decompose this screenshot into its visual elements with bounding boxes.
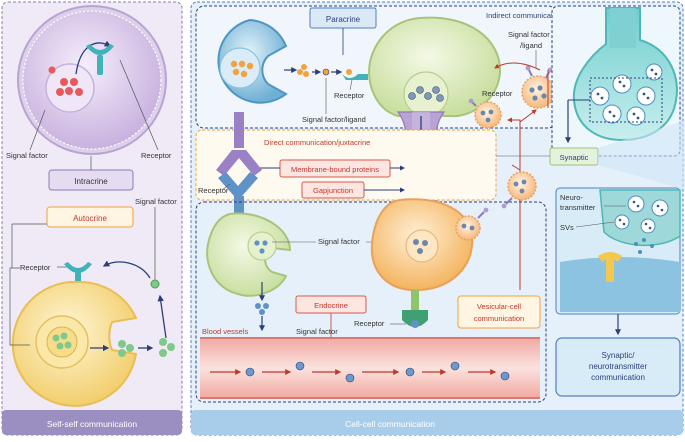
green-receiver-cell	[368, 16, 502, 118]
right-footer-title: Cell-cell communication	[345, 419, 435, 429]
juxtacrine-receiver-cell	[370, 198, 489, 292]
label-neurotransmitter-2: transmitter	[560, 203, 596, 212]
self-self-panel: Self-self communication Signal factor Re…	[1, 1, 183, 436]
bottom-receptor-icon	[402, 290, 428, 328]
label-receptor-mid: Receptor	[20, 263, 51, 272]
label-signal-factor-ligand-right-2: /ligand	[520, 41, 542, 50]
label-direct-communication: Direct communication/juxtacrine	[264, 138, 370, 147]
label-receptor-top: Receptor	[141, 151, 172, 160]
synapse-zoom-terminal	[560, 189, 681, 312]
right-footer-bar	[191, 410, 683, 435]
membrane-receptor-icon	[216, 112, 262, 226]
autocrine-box	[46, 206, 134, 228]
signal-factor-cluster	[56, 78, 83, 96]
label-membrane-bound: Membrane-bound proteins	[291, 165, 379, 174]
label-svs: SVs	[560, 223, 574, 232]
secreted-factor-cluster-2	[159, 338, 175, 357]
cell-cell-panel: Cell-cell communication Paracrine Recept…	[190, 1, 685, 436]
endocrine-sender-cell	[206, 212, 292, 297]
signal-factor-dot	[150, 279, 160, 289]
secreted-blue-factors	[255, 282, 269, 332]
receptor-icon	[86, 44, 114, 75]
vesicle-near-green	[468, 98, 502, 129]
vesicular-box	[457, 295, 541, 329]
label-signal-factor-center: Signal factor	[318, 237, 360, 246]
label-signal-factor-right: Signal factor	[135, 197, 177, 206]
left-footer-title: Self-self communication	[47, 419, 138, 429]
label-vesicular-2: communication	[474, 314, 524, 323]
label-signal-factor-blood: Signal factor	[296, 327, 338, 336]
label-receptor-paracrine: Receptor	[334, 91, 365, 100]
label-vesicular-1: Vesicular-cell	[477, 302, 522, 311]
label-synaptic-comm-3: communication	[591, 373, 645, 382]
intracrine-cell	[17, 5, 167, 155]
synaptic-communication-box	[555, 337, 681, 397]
label-receptor-left: Receptor	[198, 186, 229, 195]
secreted-factor-cluster-1	[118, 340, 134, 357]
label-synaptic-comm-1: Synaptic/	[602, 351, 636, 360]
label-intracrine: Intracrine	[74, 177, 108, 186]
label-blood-vessels: Blood vessels	[202, 327, 249, 336]
label-autocrine: Autocrine	[73, 214, 107, 223]
label-indirect-communication: Indirect communication	[486, 11, 563, 20]
label-synaptic-comm-2: neurotransmitter	[589, 362, 648, 371]
label-paracrine: Paracrine	[326, 15, 361, 24]
label-endocrine: Endocrine	[314, 301, 348, 310]
label-signal-factor-ligand-right-1: Signal factor	[508, 30, 550, 39]
paracrine-sender-cell	[217, 18, 288, 104]
vesicle-mid-right	[501, 171, 537, 209]
label-neurotransmitter-1: Neuro-	[560, 193, 583, 202]
autocrine-cell	[11, 280, 138, 407]
label-synaptic: Synaptic	[560, 153, 589, 162]
label-receptor-right: Receptor	[482, 89, 513, 98]
endocrine-region	[195, 201, 547, 403]
paracrine-receptor-icon	[342, 69, 368, 80]
left-footer-bar	[2, 410, 182, 435]
label-signal-factor-ligand: Signal factor/ligand	[302, 115, 366, 124]
label-gapjunction: Gapjunction	[313, 186, 353, 195]
label-signal-factor-top: Signal factor	[6, 151, 48, 160]
label-receptor-bottom: Receptor	[354, 319, 385, 328]
blood-vessel	[200, 337, 540, 399]
